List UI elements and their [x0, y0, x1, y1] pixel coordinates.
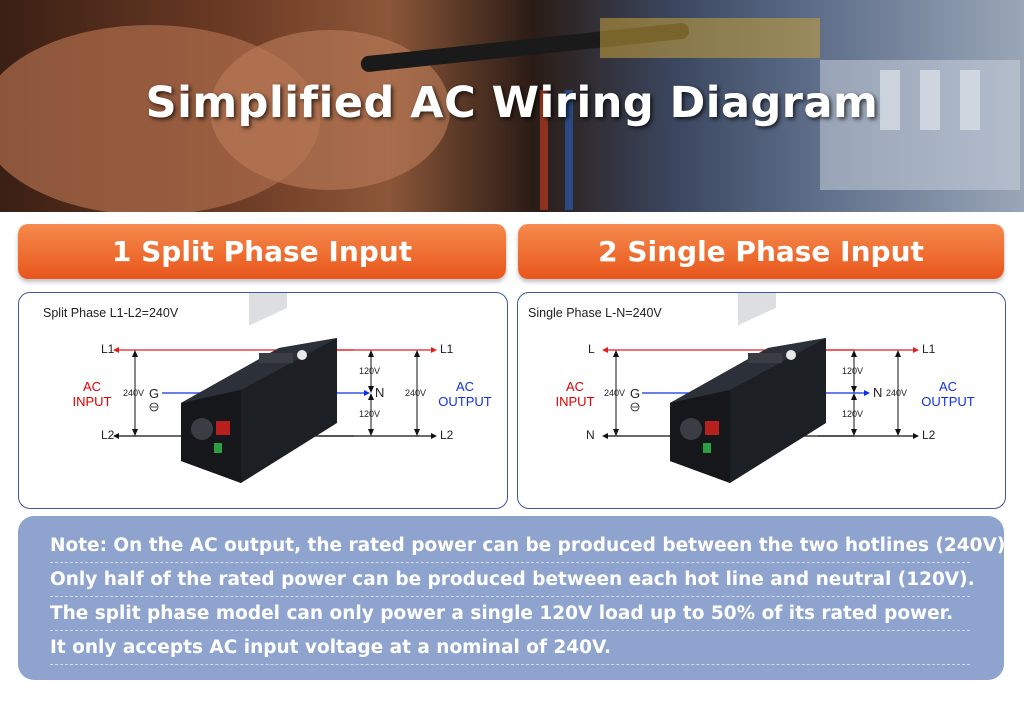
- diagram-caption: Single Phase L-N=240V: [528, 306, 662, 320]
- section-header-single-phase: 2 Single Phase Input: [518, 224, 1004, 279]
- input-top-label: L1: [101, 342, 115, 356]
- output-bottom-label: L2: [922, 428, 936, 442]
- output-neutral-label: N: [873, 385, 883, 400]
- input-voltage-label: 240V: [604, 388, 626, 398]
- output-lower-voltage: 120V: [842, 409, 864, 419]
- note-line: Only half of the rated power can be prod…: [50, 564, 975, 597]
- wiring-diagram-graphic: [602, 293, 919, 483]
- input-ground-label: G: [630, 386, 641, 401]
- diagram-caption: Split Phase L1-L2=240V: [43, 306, 179, 320]
- note-line: It only accepts AC input voltage at a no…: [50, 632, 970, 665]
- output-upper-voltage: 120V: [359, 366, 381, 376]
- inverter-image: [670, 293, 826, 483]
- output-upper-voltage: 120V: [842, 366, 864, 376]
- note-box: Note: On the AC output, the rated power …: [18, 516, 1012, 680]
- output-neutral-label: N: [375, 385, 385, 400]
- note-line: The split phase model can only power a s…: [50, 598, 970, 631]
- input-voltage-label: 240V: [123, 388, 145, 398]
- input-bottom-label: L2: [101, 428, 115, 442]
- input-top-label: L: [588, 342, 595, 356]
- input-ground-label: G: [149, 386, 160, 401]
- output-bottom-label: L2: [440, 428, 454, 442]
- wiring-diagram-graphic: [113, 293, 437, 483]
- output-top-label: L1: [440, 342, 454, 356]
- input-bottom-label: N: [586, 428, 595, 442]
- output-top-label: L1: [922, 342, 936, 356]
- hero-title: Simplified AC Wiring Diagram: [145, 78, 879, 128]
- note-line: Note: On the AC output, the rated power …: [50, 530, 1012, 563]
- hero-photo: [0, 18, 1020, 212]
- output-total-voltage: 240V: [405, 388, 427, 398]
- section-header-split-phase: 1 Split Phase Input: [18, 224, 506, 279]
- hero-banner: Simplified AC Wiring Diagram: [0, 0, 1024, 212]
- output-total-voltage: 240V: [886, 388, 908, 398]
- output-lower-voltage: 120V: [359, 409, 381, 419]
- inverter-image: [181, 293, 337, 483]
